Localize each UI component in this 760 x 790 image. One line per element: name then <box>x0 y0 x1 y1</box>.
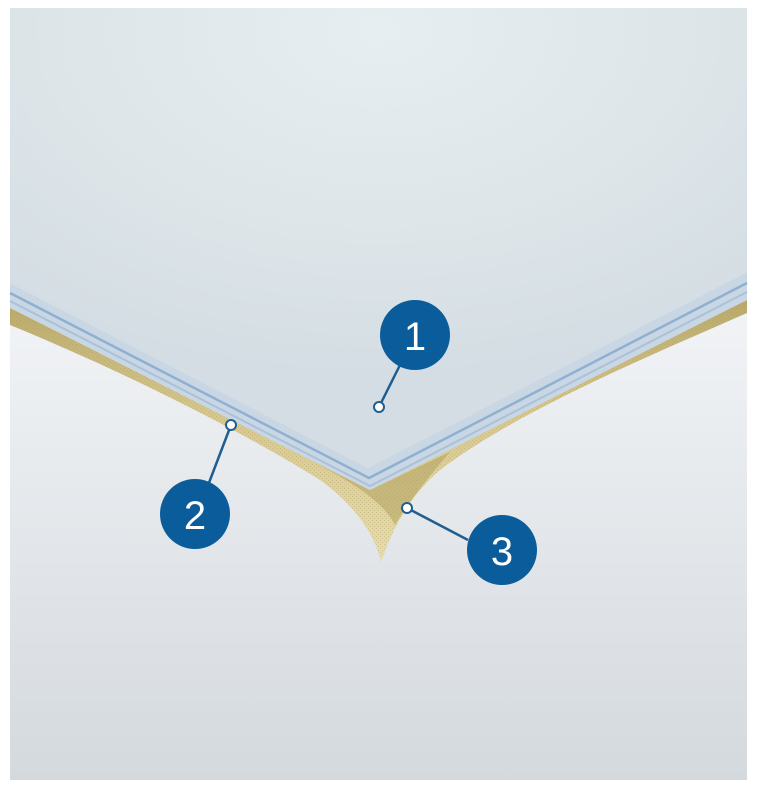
callout-2-badge <box>160 479 230 549</box>
core-texture <box>10 300 747 562</box>
callout-3-number: 3 <box>491 530 513 574</box>
callout-2-anchor <box>225 419 237 431</box>
callout-3-leader <box>406 506 469 542</box>
core-shadow <box>300 452 450 525</box>
callout-2-leader <box>205 424 233 489</box>
callout-3: 3 <box>401 502 537 585</box>
callout-1-number: 1 <box>404 315 426 359</box>
edge-layer <box>10 272 747 490</box>
edge-line-upper <box>9 281 748 480</box>
callout-2-number: 2 <box>184 494 206 538</box>
callout-3-anchor <box>401 502 413 514</box>
callout-1-anchor <box>373 401 385 413</box>
top-layer <box>10 8 747 468</box>
callout-3-badge <box>467 515 537 585</box>
callout-2: 2 <box>160 419 237 549</box>
callout-1: 1 <box>373 300 450 413</box>
callout-1-leader <box>377 364 402 408</box>
edge-line-lower <box>9 291 748 488</box>
callout-1-badge <box>380 300 450 370</box>
